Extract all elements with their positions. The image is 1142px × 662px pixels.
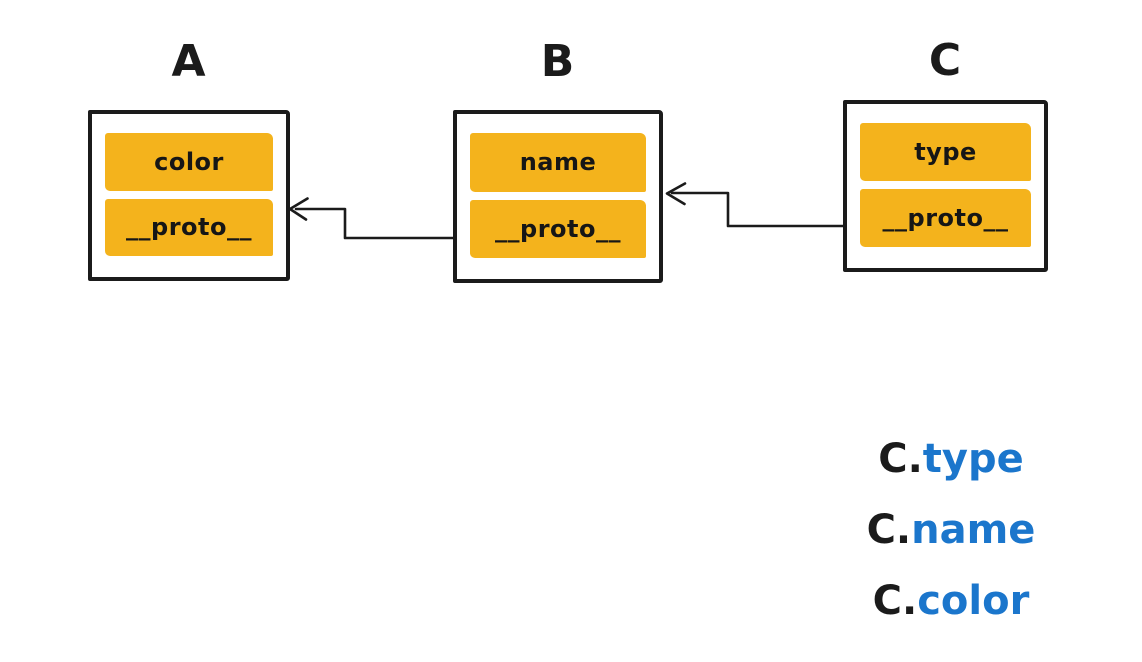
object-c: C type __proto__ — [843, 39, 1048, 272]
object-a-box: color __proto__ — [88, 110, 290, 281]
object-b-label: B — [540, 36, 576, 87]
object-a-row-color: color — [105, 133, 273, 191]
object-b-row-proto: __proto__ — [470, 199, 646, 258]
object-c-row-proto: __proto__ — [860, 189, 1031, 247]
lookup-c-type-property: type — [922, 436, 1024, 482]
object-b: B name __proto__ — [453, 40, 663, 283]
arrow-b-proto-to-a-head — [288, 197, 309, 221]
lookup-c-name-property: name — [911, 507, 1036, 553]
property-lookup-list: C.type C.name C.color — [845, 436, 1057, 624]
object-a: A color __proto__ — [88, 40, 290, 281]
lookup-c-type: C.type — [878, 436, 1024, 482]
lookup-c-name-object: C. — [866, 507, 912, 553]
arrow-c-proto-to-b-head — [665, 182, 687, 206]
arrow-c-proto-to-b-shaft — [670, 191, 872, 228]
object-a-row-proto: __proto__ — [105, 198, 273, 256]
object-a-label: A — [171, 36, 207, 87]
lookup-c-type-object: C. — [878, 436, 923, 482]
lookup-c-name: C.name — [867, 507, 1036, 553]
object-b-box: name __proto__ — [453, 110, 663, 283]
arrow-c-proto-to-b — [665, 182, 872, 228]
lookup-c-color-property: color — [917, 578, 1030, 624]
object-c-label: C — [928, 35, 963, 86]
object-b-row-name: name — [470, 133, 646, 192]
object-c-row-type: type — [860, 123, 1031, 181]
lookup-c-color: C.color — [873, 578, 1030, 624]
object-c-box: type __proto__ — [843, 100, 1048, 272]
lookup-c-color-object: C. — [872, 578, 918, 624]
